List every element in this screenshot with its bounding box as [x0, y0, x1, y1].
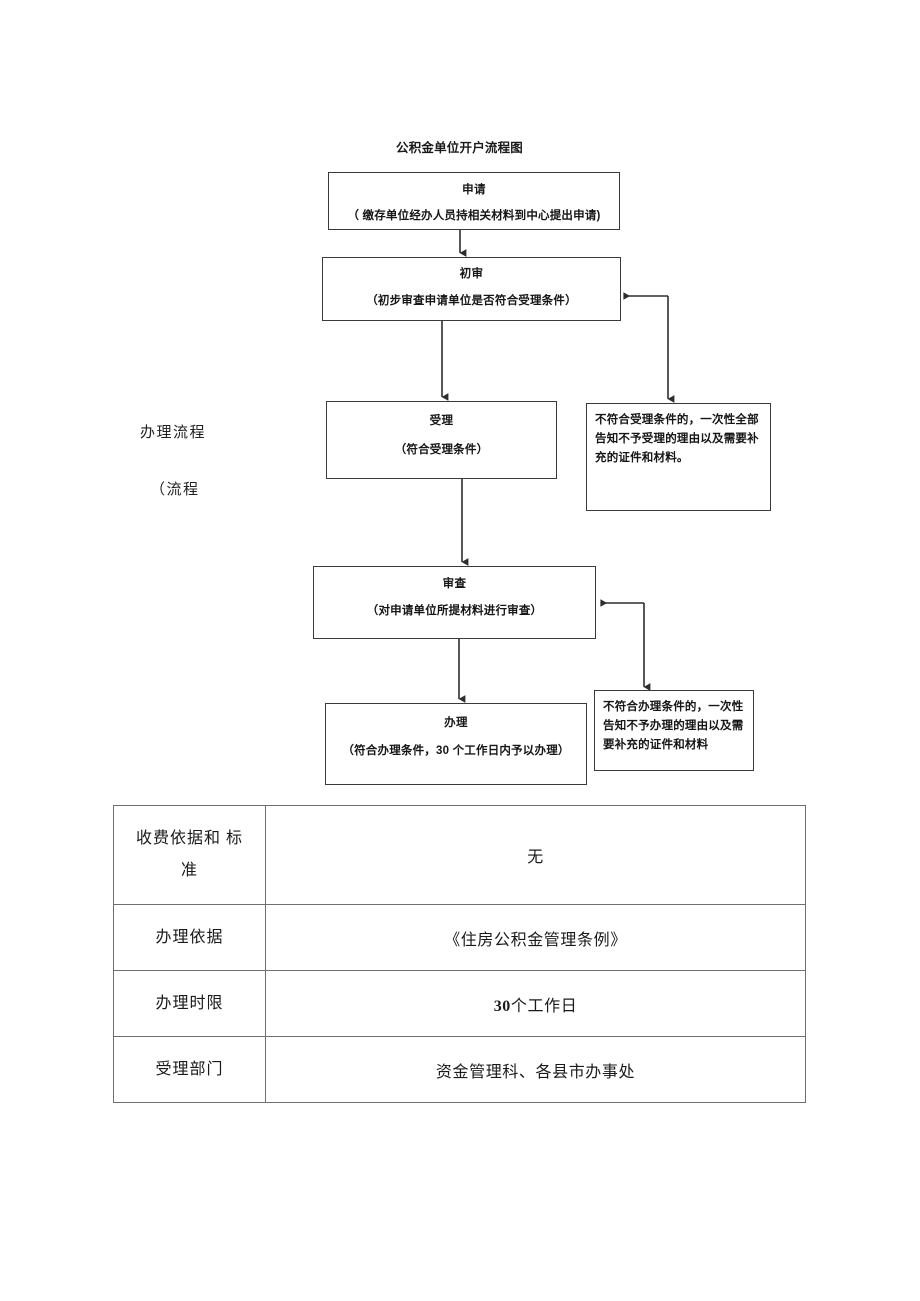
table-row: 受理部门 资金管理科、各县市办事处	[113, 1036, 806, 1103]
flowchart-title: 公积金单位开户流程图	[396, 141, 524, 155]
flow-node-reject-handle: 不符合办理条件的，一次性告知不予办理的理由以及需要补充的证件和材料	[594, 690, 754, 771]
flow-node-apply: 申请 （ 缴存单位经办人员持相关材料到中心提出申请)	[328, 172, 620, 230]
flow-node-preliminary-review-subtitle: （初步审查申请单位是否符合受理条件）	[366, 295, 577, 307]
table-value-handling-basis: 《住房公积金管理条例》	[265, 904, 806, 971]
table-row: 办理时限 30个工作日	[113, 970, 806, 1037]
flow-node-handle: 办理 （符合办理条件，30 个工作日内予以办理）	[325, 703, 587, 785]
flow-node-accept-title: 受理	[429, 415, 454, 427]
flow-node-accept-subtitle: （符合受理条件）	[394, 444, 489, 456]
flow-node-apply-subtitle: （ 缴存单位经办人员持相关材料到中心提出申请)	[347, 210, 601, 222]
flow-node-handle-subtitle: （符合办理条件，30 个工作日内予以办理）	[342, 745, 570, 757]
table-row: 收费依据和 标 准 无	[113, 805, 806, 905]
flow-node-preliminary-review-title: 初审	[459, 268, 484, 280]
table-value-handling-time: 30个工作日	[265, 970, 806, 1037]
table-row: 办理依据 《住房公积金管理条例》	[113, 904, 806, 971]
flow-node-review-subtitle: （对申请单位所提材料进行审查）	[366, 605, 543, 617]
flow-node-apply-title: 申请	[462, 184, 486, 196]
table-label-handling-basis: 办理依据	[113, 904, 266, 971]
table-label-fee-basis: 收费依据和 标 准	[113, 805, 266, 905]
flow-node-preliminary-review: 初审 （初步审查申请单位是否符合受理条件）	[322, 257, 621, 321]
table-value-fee-basis: 无	[265, 805, 806, 905]
flow-node-handle-title: 办理	[444, 717, 468, 729]
table-value-accepting-dept: 资金管理科、各县市办事处	[265, 1036, 806, 1103]
table-value-handling-time-number: 30	[493, 997, 511, 1015]
table-value-handling-time-unit: 个工作日	[510, 997, 578, 1015]
flow-node-review-title: 审查	[442, 578, 467, 590]
table-label-fee-basis-line2: 准	[180, 862, 198, 879]
info-table: 收费依据和 标 准 无 办理依据 《住房公积金管理条例》 办理时限 30个工作日…	[113, 805, 806, 1103]
flow-node-review: 审查 （对申请单位所提材料进行审查）	[313, 566, 596, 639]
flow-node-reject-accept: 不符合受理条件的，一次性全部告知不予受理的理由以及需要补充的证件和材料。	[586, 403, 771, 511]
table-label-accepting-dept: 受理部门	[113, 1036, 266, 1103]
side-label-process-paren: （流程	[150, 482, 200, 498]
table-label-fee-basis-line1: 收费依据和 标	[135, 830, 243, 847]
table-label-handling-time: 办理时限	[113, 970, 266, 1037]
flow-node-accept: 受理 （符合受理条件）	[326, 401, 557, 479]
side-label-process: 办理流程	[140, 425, 207, 441]
